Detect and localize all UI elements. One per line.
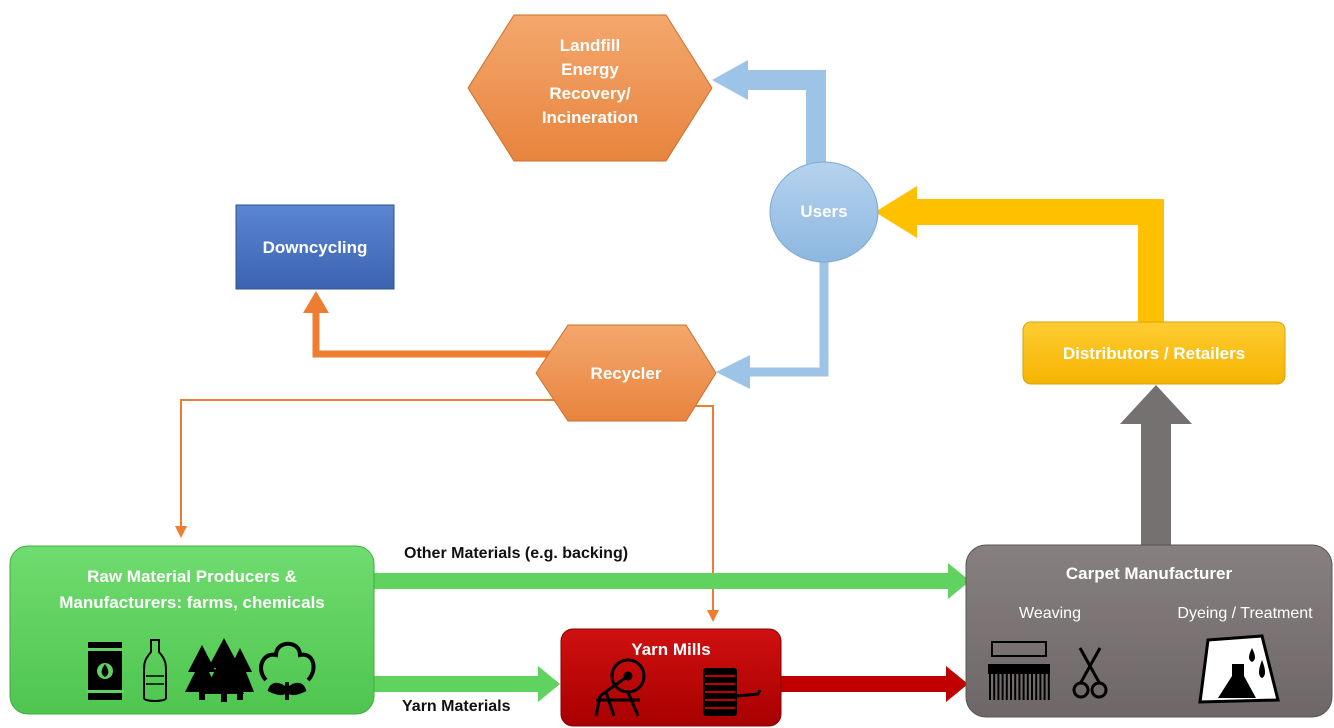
users-to-recycler-arrowhead: [716, 355, 750, 389]
distributors-label: Distributors / Retailers: [1062, 344, 1246, 363]
distributors-node: [1022, 321, 1286, 385]
yarn-materials-arrow-shaft: [372, 676, 540, 692]
recycler-to-yarn-mills-line: [690, 405, 714, 612]
users-label: Users: [800, 202, 848, 221]
raw-material-line-1: Raw Material Producers &: [87, 567, 297, 586]
recycler-to-raw-material-arrowhead: [175, 526, 187, 538]
yarn-to-carpet-arrowhead: [946, 666, 968, 702]
landfill-line-1: Landfill: [559, 36, 621, 55]
distributors-to-users-arrowhead: [875, 186, 917, 238]
other-materials-arrow-shaft: [372, 573, 950, 589]
carpet-to-distributors-arrowhead: [1120, 385, 1192, 424]
scissors-icon: [1072, 647, 1108, 699]
landfill-label: Landfill Energy Recovery/ Incineration: [528, 34, 652, 130]
recycler-to-yarn-mills-arrowhead: [707, 610, 719, 622]
yarn-to-carpet-arrow-shaft: [780, 676, 948, 692]
cotton-icon: [259, 641, 316, 700]
downcycling-node: [235, 204, 395, 290]
other-materials-label: Other Materials (e.g. backing): [404, 545, 629, 562]
trees-icon: [185, 638, 254, 702]
landfill-line-2: Energy: [561, 60, 619, 79]
users-to-recycler-arrow: [748, 258, 829, 377]
landfill-line-4: Incineration: [541, 108, 639, 127]
raw-material-line-2: Manufacturers: farms, chemicals: [59, 593, 325, 612]
other-materials-arrowhead: [948, 563, 970, 599]
recycler-to-downcycling-arrowhead: [303, 291, 329, 313]
carpet-manufacturer-label: Carpet Manufacturer: [1065, 564, 1233, 583]
users-node: [769, 161, 879, 263]
spool-icon: [703, 668, 762, 716]
users-to-landfill-arrow: [745, 70, 826, 185]
yarn-materials-arrowhead: [538, 666, 560, 702]
yarn-materials-label: Yarn Materials: [402, 698, 511, 715]
landfill-line-3: Recovery/: [549, 84, 631, 103]
chemical-flask-icon: [1198, 634, 1280, 704]
carpet-to-distributors-shaft: [1141, 422, 1171, 546]
recycler-to-downcycling-arrow: [312, 310, 560, 358]
dyeing-label: Dyeing / Treatment: [1177, 605, 1313, 622]
landfill-node: [467, 14, 713, 162]
downcycling-label: Downcycling: [262, 238, 368, 257]
oil-barrel-icon: [86, 642, 124, 700]
recycler-label: Recycler: [590, 364, 662, 383]
recycler-node: [535, 324, 717, 422]
loom-comb-icon: [988, 641, 1050, 700]
yarn-mills-label: Yarn Mills: [631, 640, 711, 659]
recycler-to-raw-material-line: [180, 399, 560, 528]
distributors-to-users-arrow: [915, 199, 1164, 322]
users-to-landfill-arrowhead: [712, 60, 748, 100]
bottle-icon: [143, 639, 167, 702]
weaving-label: Weaving: [1019, 605, 1081, 622]
raw-material-label: Raw Material Producers & Manufacturers: …: [10, 564, 374, 616]
spinning-wheel-icon: [594, 658, 646, 717]
